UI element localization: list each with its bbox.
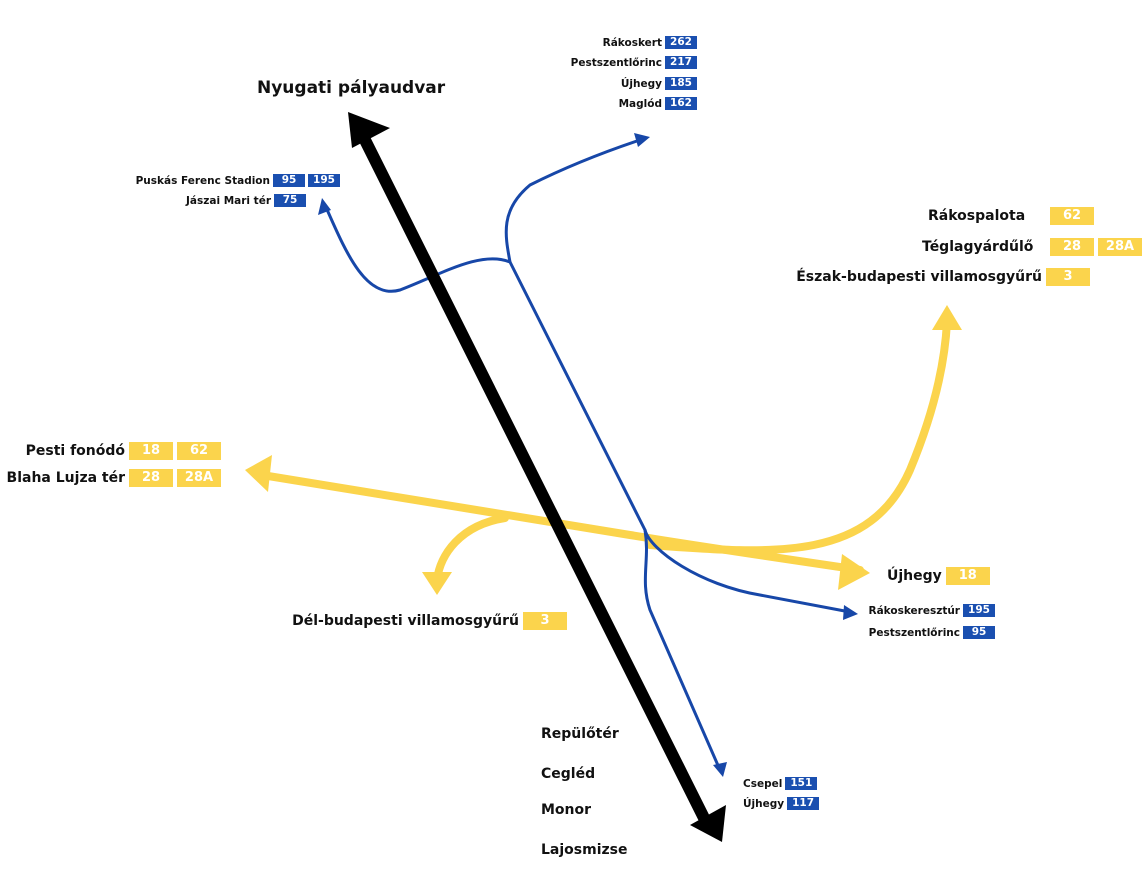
route-badge: 3: [1046, 268, 1090, 286]
dest-name: Újhegy: [887, 568, 942, 584]
route-badge: 117: [787, 797, 820, 810]
blue-line-northeast: [504, 138, 642, 264]
route-badge: 95: [273, 174, 305, 187]
dest-name: Újhegy: [743, 797, 785, 810]
yellow-line-south-branch: [433, 514, 509, 584]
black-arrowhead-south: [690, 805, 726, 842]
black-main-line: [354, 127, 716, 833]
dest-name: Rákoskert: [602, 36, 662, 49]
yellow-dest-row: Pesti fonódó 18 62: [26, 442, 221, 460]
yellow-lines: [258, 318, 951, 584]
blue-arrowhead-east: [843, 605, 858, 620]
route-badge: 18: [945, 567, 990, 585]
blue-dest-row: Pestszentlőrinc 217: [571, 56, 697, 69]
yellow-arrowhead-south: [422, 572, 452, 595]
dest-name: Puskás Ferenc Stadion: [135, 174, 270, 187]
yellow-dest-row: Blaha Lujza tér 28 28A: [7, 469, 221, 487]
dest-name: Dél-budapesti villamosgyűrű: [292, 613, 519, 629]
route-badge: 3: [523, 612, 567, 630]
blue-arrowhead-ne: [634, 133, 650, 147]
route-badge: 75: [274, 194, 306, 207]
yellow-dest-row: Téglagyárdűlő 28 28A: [922, 238, 1142, 256]
route-badge: 62: [177, 442, 221, 460]
route-badge: 195: [308, 174, 340, 187]
dest-name: Csepel: [743, 777, 783, 790]
route-badge: 162: [665, 97, 697, 110]
blue-dest-row: Rákoskeresztúr 195: [868, 604, 995, 617]
blue-dest-row: Csepel 151: [743, 777, 818, 790]
terminal-nyugati: Nyugati pályaudvar: [257, 78, 446, 98]
blue-arrowheads: [318, 133, 858, 777]
terminal-bottom-1: Repülőtér: [541, 726, 619, 742]
route-badge: 151: [785, 777, 818, 790]
dest-name: Pesti fonódó: [25, 443, 125, 459]
blue-lines: [323, 138, 852, 772]
route-badge: 28A: [177, 469, 221, 487]
terminal-bottom-4: Lajosmizse: [541, 842, 628, 858]
blue-dest-row: Puskás Ferenc Stadion 95 195: [136, 174, 340, 187]
black-arrowhead-north: [348, 112, 390, 148]
blue-dest-row: Rákoskert 262: [603, 36, 697, 49]
terminal-bottom-3: Monor: [541, 802, 592, 818]
blue-dest-row: Maglód 162: [619, 97, 697, 110]
dest-name: Blaha Lujza tér: [6, 470, 125, 486]
yellow-dest-row: Újhegy 18: [887, 567, 990, 585]
dest-name: Észak-budapesti villamosgyűrű: [796, 269, 1042, 285]
route-badge: 262: [665, 36, 697, 49]
yellow-dest-row: Dél-budapesti villamosgyűrű 3: [292, 612, 567, 630]
route-badge: 185: [665, 77, 697, 90]
blue-dest-row: Pestszentlőrinc 95: [869, 626, 995, 639]
route-badge: 28A: [1098, 238, 1142, 256]
route-badge: 18: [129, 442, 173, 460]
yellow-dest-row: Rákospalota 62: [928, 207, 1094, 225]
blue-dest-row: Újhegy 185: [621, 77, 697, 90]
blue-dest-row: Jászai Mari tér 75: [186, 194, 306, 207]
blue-arrowhead-south: [713, 762, 727, 777]
terminal-bottom-2: Cegléd: [541, 766, 596, 782]
yellow-arrowhead-west: [245, 455, 272, 492]
dest-name: Rákospalota: [928, 208, 1026, 224]
blue-dest-row: Újhegy 117: [743, 797, 820, 810]
yellow-dest-row: Észak-budapesti villamosgyűrű 3: [796, 268, 1090, 286]
route-badge: 28: [1050, 238, 1094, 256]
blue-arrowhead-nw: [318, 198, 331, 215]
blue-line-south: [643, 528, 722, 772]
route-badge: 195: [963, 604, 995, 617]
route-badge: 62: [1050, 207, 1094, 225]
yellow-arrowheads: [245, 305, 962, 595]
dest-name: Téglagyárdűlő: [922, 239, 1034, 255]
route-badge: 28: [129, 469, 173, 487]
blue-line-east: [323, 203, 852, 614]
dest-name: Maglód: [618, 97, 662, 110]
route-badge: 95: [963, 626, 995, 639]
dest-name: Pestszentlőrinc: [570, 56, 662, 69]
yellow-line-north-branch: [646, 318, 951, 555]
yellow-arrowhead-north: [932, 305, 962, 330]
dest-name: Jászai Mari tér: [186, 194, 271, 207]
dest-name: Pestszentlőrinc: [868, 626, 960, 639]
route-badge: 217: [665, 56, 697, 69]
dest-name: Újhegy: [620, 77, 662, 90]
dest-name: Rákoskeresztúr: [868, 604, 961, 617]
yellow-arrowhead-east: [838, 554, 870, 590]
